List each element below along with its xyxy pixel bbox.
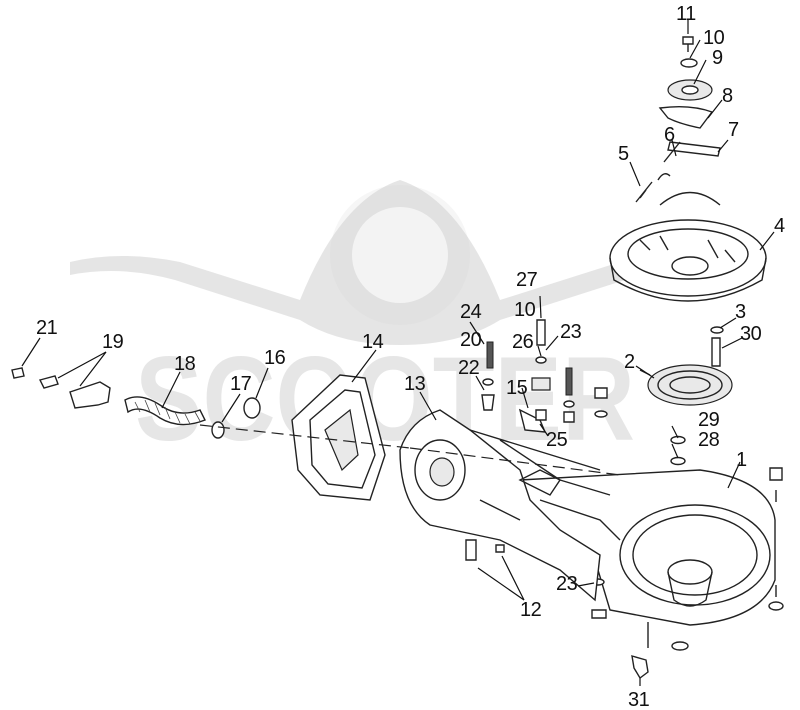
- label-part-15: 15: [506, 377, 528, 399]
- label-part-16: 16: [264, 347, 286, 369]
- bottom-grommet-left: [591, 609, 607, 619]
- label-part-17: 17: [230, 373, 252, 395]
- label-part-23b: 23: [556, 573, 578, 595]
- label-part-1: 1: [736, 449, 747, 471]
- label-part-26: 26: [512, 331, 534, 353]
- blower-housing: [399, 409, 601, 602]
- watermark-text: SCOOTER: [135, 332, 635, 466]
- label-part-27: 27: [516, 269, 538, 291]
- washer-3: [710, 326, 724, 334]
- starter-housing: [609, 191, 767, 302]
- label-part-22: 22: [458, 357, 480, 379]
- bolt-12b: [495, 544, 505, 553]
- pin-30: [711, 337, 721, 367]
- label-part-6: 6: [664, 124, 675, 146]
- cap-21: [11, 367, 25, 379]
- part-labels: 11 10 9 8 7 6 5 4 3 30 2 29 28 1 21 19 1…: [36, 3, 786, 710]
- label-part-13: 13: [404, 373, 426, 395]
- grommet-bottom-center: [671, 641, 689, 651]
- middle-fasteners: [481, 319, 608, 433]
- bolt-12a: [465, 539, 477, 561]
- label-part-20: 20: [460, 329, 482, 351]
- watermark: SCOOTER: [70, 180, 730, 466]
- hose: [124, 396, 206, 426]
- label-part-25: 25: [546, 429, 568, 451]
- mount-right-bottom: [768, 601, 784, 611]
- label-part-24: 24: [460, 301, 482, 323]
- bracket-31: [631, 655, 649, 680]
- label-part-10b: 10: [514, 299, 536, 321]
- top-fastener-stack: [635, 36, 721, 203]
- clamp-17: [211, 421, 225, 439]
- washer-29: [670, 435, 686, 445]
- label-part-21: 21: [36, 317, 58, 339]
- label-part-30: 30: [740, 323, 762, 345]
- label-part-10a: 10: [703, 27, 725, 49]
- label-part-11: 11: [676, 3, 696, 25]
- label-part-4: 4: [774, 215, 785, 237]
- label-part-2: 2: [624, 351, 635, 373]
- label-part-23a: 23: [560, 321, 582, 343]
- label-part-28: 28: [698, 429, 720, 451]
- recoil-spring: [639, 364, 733, 406]
- label-part-9: 9: [712, 47, 723, 69]
- plug-19: [38, 375, 59, 389]
- label-part-8: 8: [722, 85, 733, 107]
- label-part-3: 3: [735, 301, 746, 323]
- label-part-5: 5: [618, 143, 629, 165]
- label-part-31: 31: [628, 689, 650, 710]
- fan-shroud: [518, 469, 776, 626]
- label-part-7: 7: [728, 119, 739, 141]
- label-part-29: 29: [698, 409, 720, 431]
- grommet-16: [243, 397, 261, 419]
- connector-19: [69, 381, 111, 409]
- air-filter: [291, 374, 386, 501]
- label-part-14: 14: [362, 331, 384, 353]
- label-part-19: 19: [102, 331, 124, 353]
- label-part-12: 12: [520, 599, 542, 621]
- label-part-18: 18: [174, 353, 196, 375]
- washer-28: [670, 456, 686, 466]
- mount-right-top: [769, 467, 783, 481]
- leader-lines: [21, 20, 775, 686]
